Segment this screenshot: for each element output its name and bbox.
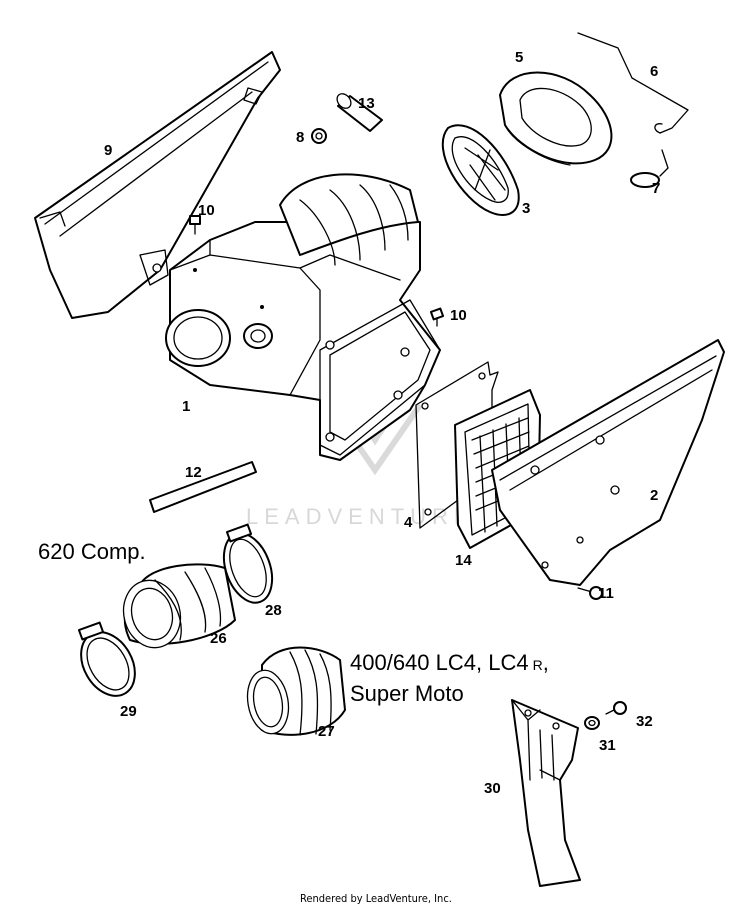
hose[interactable] (149, 461, 257, 513)
bolt[interactable] (577, 586, 603, 600)
label-part-11: 11 (598, 585, 614, 602)
label-part-14: 14 (455, 552, 472, 569)
label-part-13: 13 (358, 95, 375, 112)
label-part-8: 8 (296, 129, 304, 146)
screw-flap[interactable] (605, 701, 627, 715)
label-part-28: 28 (265, 602, 282, 619)
label-part-3: 3 (522, 200, 530, 217)
label-part-9: 9 (104, 142, 112, 159)
hose-clamp-29[interactable] (70, 621, 146, 706)
connecting-boot[interactable] (116, 563, 236, 654)
label-part-10-side: 10 (450, 307, 467, 324)
side-panel-right[interactable] (491, 339, 725, 586)
wire-bail[interactable] (577, 32, 689, 134)
foam-filter[interactable] (499, 71, 613, 166)
label-part-5: 5 (515, 49, 523, 66)
filter-cage[interactable] (441, 124, 520, 217)
label-part-10-upper: 10 (198, 202, 215, 219)
watermark-text: LEADVENTURE (246, 504, 475, 529)
label-part-30: 30 (484, 780, 501, 797)
annotation-lc4-text: 400/640 LC4, LC4 (350, 650, 529, 675)
label-part-31: 31 (599, 737, 616, 754)
washer[interactable] (584, 716, 600, 730)
footer-credit: Rendered by LeadVenture, Inc. (300, 892, 452, 905)
label-part-4: 4 (404, 514, 413, 531)
airbox[interactable] (165, 173, 441, 461)
hose-clamp-28[interactable] (215, 523, 281, 610)
annotation-lc4-r: R (533, 657, 543, 673)
label-part-29: 29 (120, 703, 137, 720)
annotation-lc4-comma: , (543, 650, 549, 675)
label-part-12: 12 (185, 464, 202, 481)
label-part-1: 1 (182, 398, 190, 415)
label-part-32: 32 (636, 713, 653, 730)
nut[interactable] (311, 128, 327, 144)
screw-upper[interactable] (189, 215, 201, 235)
label-part-7: 7 (652, 180, 660, 197)
screw-side[interactable] (429, 307, 445, 327)
label-part-6: 6 (650, 63, 658, 80)
gasket[interactable] (415, 361, 499, 529)
label-part-26: 26 (210, 630, 227, 647)
ribbed-boot[interactable] (243, 646, 346, 737)
wing-screw[interactable] (630, 149, 669, 188)
annotation-620-comp: 620 Comp. (38, 539, 146, 564)
label-part-27: 27 (318, 723, 335, 740)
annotation-super-moto: Super Moto (350, 681, 464, 706)
mud-flap[interactable] (511, 699, 581, 887)
label-part-2: 2 (650, 487, 658, 504)
sleeve[interactable] (334, 91, 383, 132)
side-panel-left[interactable] (34, 51, 281, 319)
